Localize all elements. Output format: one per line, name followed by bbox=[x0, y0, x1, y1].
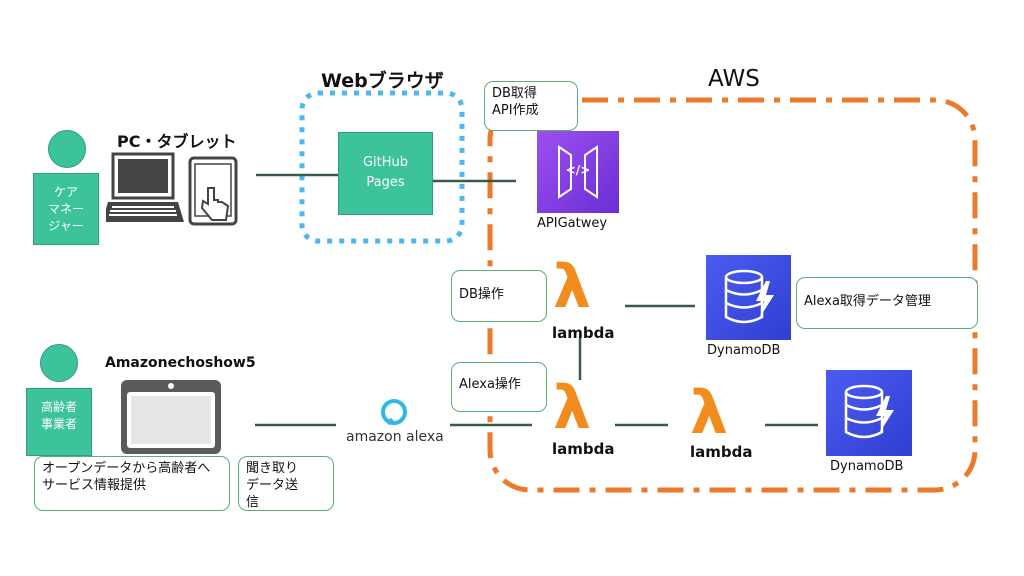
elderly-figure: 高齢者 事業者 bbox=[26, 388, 92, 456]
amazon-alexa-label: amazon alexa bbox=[346, 429, 444, 445]
lambda-label-2: lambda bbox=[552, 440, 615, 458]
elderly-line-2: 事業者 bbox=[40, 417, 77, 431]
github-pages-line-2: Pages bbox=[366, 175, 405, 190]
elderly-head bbox=[40, 344, 78, 382]
care-manager-head bbox=[48, 130, 86, 168]
care-manager-line-3: ジャー bbox=[48, 219, 84, 233]
api-gateway-icon: </> bbox=[537, 131, 619, 213]
tablet-icon bbox=[188, 156, 238, 226]
note-alexa-data: Alexa取得データ管理 bbox=[796, 277, 978, 329]
dynamodb-icon-1 bbox=[706, 255, 791, 340]
lambda-icon-3: λ bbox=[690, 378, 728, 448]
web-browser-title: Webブラウザ bbox=[321, 70, 444, 92]
note-listen-line-2: データ送 bbox=[246, 478, 299, 493]
github-pages-line-1: GitHub bbox=[362, 155, 409, 170]
lambda-label-3: lambda bbox=[690, 443, 753, 461]
echo-show-icon bbox=[121, 380, 221, 454]
api-gateway-code-glyph: </> bbox=[565, 163, 591, 177]
care-manager-line-1: ケア bbox=[53, 185, 78, 199]
lambda-icon-1: λ bbox=[553, 252, 591, 322]
note-open-data: オープンデータから高齢者へサービス情報提供 bbox=[34, 456, 230, 511]
github-pages-box: GitHub Pages bbox=[338, 132, 433, 215]
note-alexa-ops: Alexa操作 bbox=[451, 362, 547, 412]
laptop-icon bbox=[106, 152, 184, 222]
lambda-icon-2: λ bbox=[553, 373, 591, 443]
echo-show-label: Amazonechoshow5 bbox=[105, 355, 256, 371]
note-listen-data: 聞き取り データ送 信 bbox=[238, 456, 334, 511]
pc-tablet-label: PC・タブレット bbox=[117, 132, 237, 151]
lambda-label-1: lambda bbox=[552, 324, 615, 342]
dynamodb-icon-2 bbox=[826, 370, 912, 456]
note-db-api: DB取得 API作成 bbox=[484, 81, 578, 131]
care-manager-line-2: マネー bbox=[47, 202, 84, 216]
dynamodb-label-1: DynamoDB bbox=[707, 343, 781, 358]
care-manager-figure: ケア マネー ジャー bbox=[33, 173, 99, 245]
web-browser-boundary bbox=[299, 90, 465, 244]
note-db-api-line-1: DB取得 bbox=[492, 86, 537, 101]
aws-title: AWS bbox=[708, 66, 760, 92]
note-listen-line-3: 信 bbox=[246, 495, 260, 510]
dynamodb-label-2: DynamoDB bbox=[830, 459, 904, 474]
note-listen-line-1: 聞き取り bbox=[246, 461, 299, 476]
note-db-ops: DB操作 bbox=[451, 270, 547, 322]
elderly-line-1: 高齢者 bbox=[40, 400, 77, 414]
alexa-logo-icon bbox=[381, 399, 407, 426]
note-db-api-line-2: API作成 bbox=[492, 103, 539, 118]
api-gateway-label: APIGatwey bbox=[537, 216, 608, 231]
